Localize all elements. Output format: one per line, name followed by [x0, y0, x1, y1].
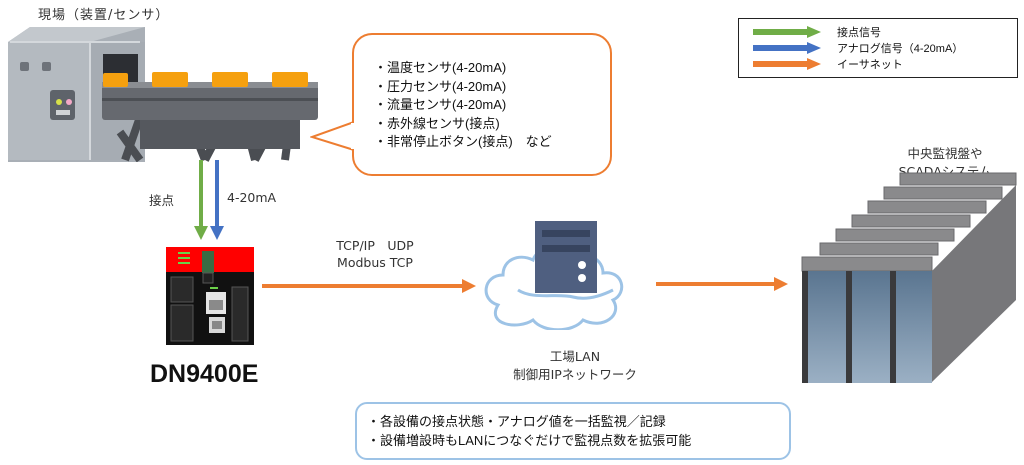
scada-line-1: 中央監視盤や	[907, 146, 983, 161]
summary-note: 各設備の接点状態・アナログ値を一括監視／記録 設備増設時もLANにつなぐだけで監…	[355, 402, 791, 460]
ethernet-arrow-lan-to-scada	[656, 277, 788, 291]
legend-item-ethernet: イーサネット	[753, 57, 903, 71]
ethernet-arrow-device-to-lan	[262, 279, 476, 293]
legend-item-contact: 接点信号	[753, 25, 881, 39]
summary-item: 各設備の接点状態・アナログ値を一括監視／記録	[367, 412, 691, 431]
sensor-item: 流量センサ(4-20mA)	[374, 96, 552, 115]
dn9400e-device-icon	[166, 247, 254, 345]
summary-item: 設備増設時もLANにつなぐだけで監視点数を拡張可能	[367, 431, 691, 450]
scada-cabinets-icon	[801, 172, 1017, 383]
device-name: DN9400E	[150, 360, 259, 388]
orange-arrow-icon	[753, 58, 821, 70]
machine-cabinet-icon	[8, 27, 145, 162]
summary-list: 各設備の接点状態・アナログ値を一括監視／記録 設備増設時もLANにつなぐだけで監…	[367, 412, 691, 450]
field-equipment-illustration	[8, 27, 318, 162]
site-title: 現場（装置/センサ）	[38, 8, 170, 23]
signal-arrows	[194, 160, 224, 240]
sensor-list-bubble: 温度センサ(4-20mA) 圧力センサ(4-20mA) 流量センサ(4-20mA…	[352, 33, 612, 176]
green-arrow-icon	[753, 26, 821, 38]
factory-lan-cloud-icon	[484, 221, 624, 330]
sensor-item: 赤外線センサ(接点)	[374, 115, 552, 134]
sensor-item: 温度センサ(4-20mA)	[374, 59, 552, 78]
sensor-item: 非常停止ボタン(接点) など	[374, 133, 552, 152]
network-line-2: 制御用IPネットワーク	[513, 367, 637, 382]
cabinet-rows	[801, 172, 1017, 383]
legend-item-analog: アナログ信号（4-20mA）	[753, 41, 963, 55]
analog-signal-arrow	[210, 160, 224, 240]
protocol-line-2: Modbus TCP	[337, 255, 413, 270]
server-icon	[535, 221, 597, 293]
sensor-item: 圧力センサ(4-20mA)	[374, 78, 552, 97]
contact-signal-arrow	[194, 160, 208, 240]
network-labels: 工場LAN 制御用IPネットワーク	[500, 348, 650, 384]
network-line-1: 工場LAN	[549, 349, 601, 364]
contact-label: 接点	[149, 193, 175, 208]
legend: 接点信号 アナログ信号（4-20mA） イーサネット	[738, 18, 1018, 78]
analog-label: 4-20mA	[227, 190, 277, 205]
conveyor-icon	[102, 72, 318, 162]
bubble-tail	[310, 121, 355, 151]
bubble-tail-joint	[351, 123, 356, 149]
protocol-line-1: TCP/IP UDP	[336, 238, 414, 253]
blue-arrow-icon	[753, 42, 821, 54]
protocol-labels: TCP/IP UDP Modbus TCP	[315, 237, 435, 271]
sensor-list: 温度センサ(4-20mA) 圧力センサ(4-20mA) 流量センサ(4-20mA…	[374, 59, 552, 152]
